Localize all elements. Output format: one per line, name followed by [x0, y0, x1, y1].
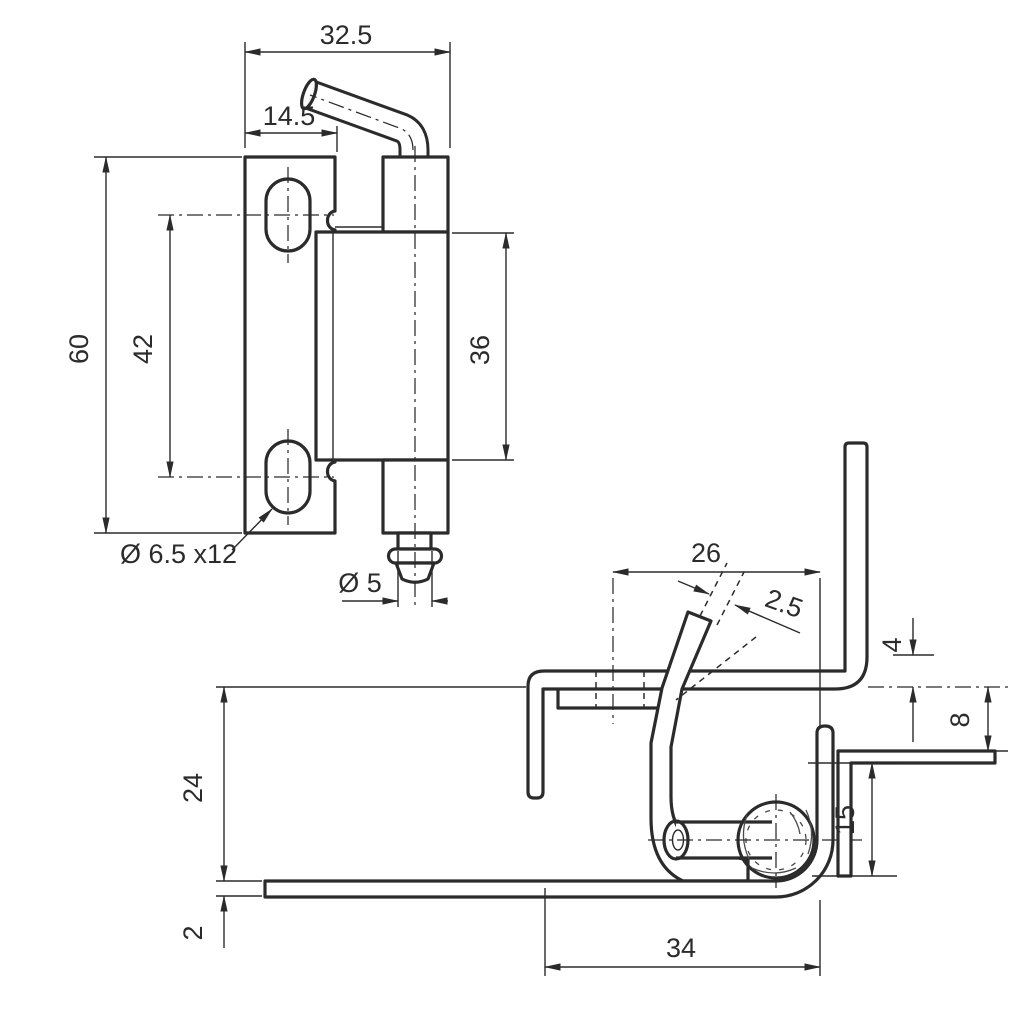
dim-sheet-thickness-label: 2	[178, 925, 208, 940]
dim-door-offset: 4	[877, 618, 934, 742]
dim-total-width: 32.5	[244, 20, 451, 148]
dim-knuckle-height-label: 15	[830, 805, 860, 835]
front-view: 32.5 14.5 60 42 36 Ø 6.5 x12	[64, 20, 514, 607]
pin-tip	[386, 531, 444, 584]
dim-depth-label: 24	[178, 773, 208, 803]
dim-hole-offset: 26	[612, 538, 821, 726]
dim-hole-offset-label: 26	[691, 538, 721, 568]
dim-depth: 24	[178, 686, 526, 882]
dim-material-thickness-label: 2.5	[761, 583, 807, 624]
door-sheet-wrap	[263, 724, 835, 899]
slot-hole-callout: Ø 6.5 x12	[120, 508, 273, 569]
dim-frame-offset-label: 8	[945, 712, 975, 727]
dim-pin-diameter-label: Ø 5	[338, 568, 382, 598]
door-bracket	[526, 441, 869, 800]
dim-plate-width: 14.5	[244, 101, 338, 152]
frame-plate	[836, 749, 997, 878]
dim-sheet-thickness: 2	[178, 895, 262, 948]
dim-body-height: 36	[452, 232, 514, 461]
dim-total-height: 60	[64, 156, 242, 534]
dim-frame-offset: 8	[940, 686, 1008, 752]
dim-knuckle-height: 15	[808, 762, 897, 877]
mounting-plate	[243, 155, 337, 535]
dim-plate-width-label: 14.5	[263, 101, 316, 131]
dim-door-offset-label: 4	[877, 637, 907, 652]
dim-body-height-label: 36	[465, 335, 495, 365]
dim-pin-diameter: Ø 5	[338, 551, 448, 607]
dim-leaf-length: 34	[544, 888, 821, 976]
dim-hole-spacing-label: 42	[128, 334, 158, 364]
lever-arm	[649, 610, 750, 883]
dim-total-width-label: 32.5	[320, 20, 373, 50]
dim-leaf-length-label: 34	[666, 933, 696, 963]
lever-rod	[299, 77, 430, 168]
clamped-sheet	[556, 689, 675, 710]
side-view: 26 2.5 4 8 15	[178, 441, 1010, 976]
dim-hole-spacing: 42	[128, 214, 174, 478]
dim-total-height-label: 60	[64, 334, 94, 364]
slot-hole-label: Ø 6.5 x12	[120, 539, 237, 569]
body-mid-section	[314, 230, 450, 462]
